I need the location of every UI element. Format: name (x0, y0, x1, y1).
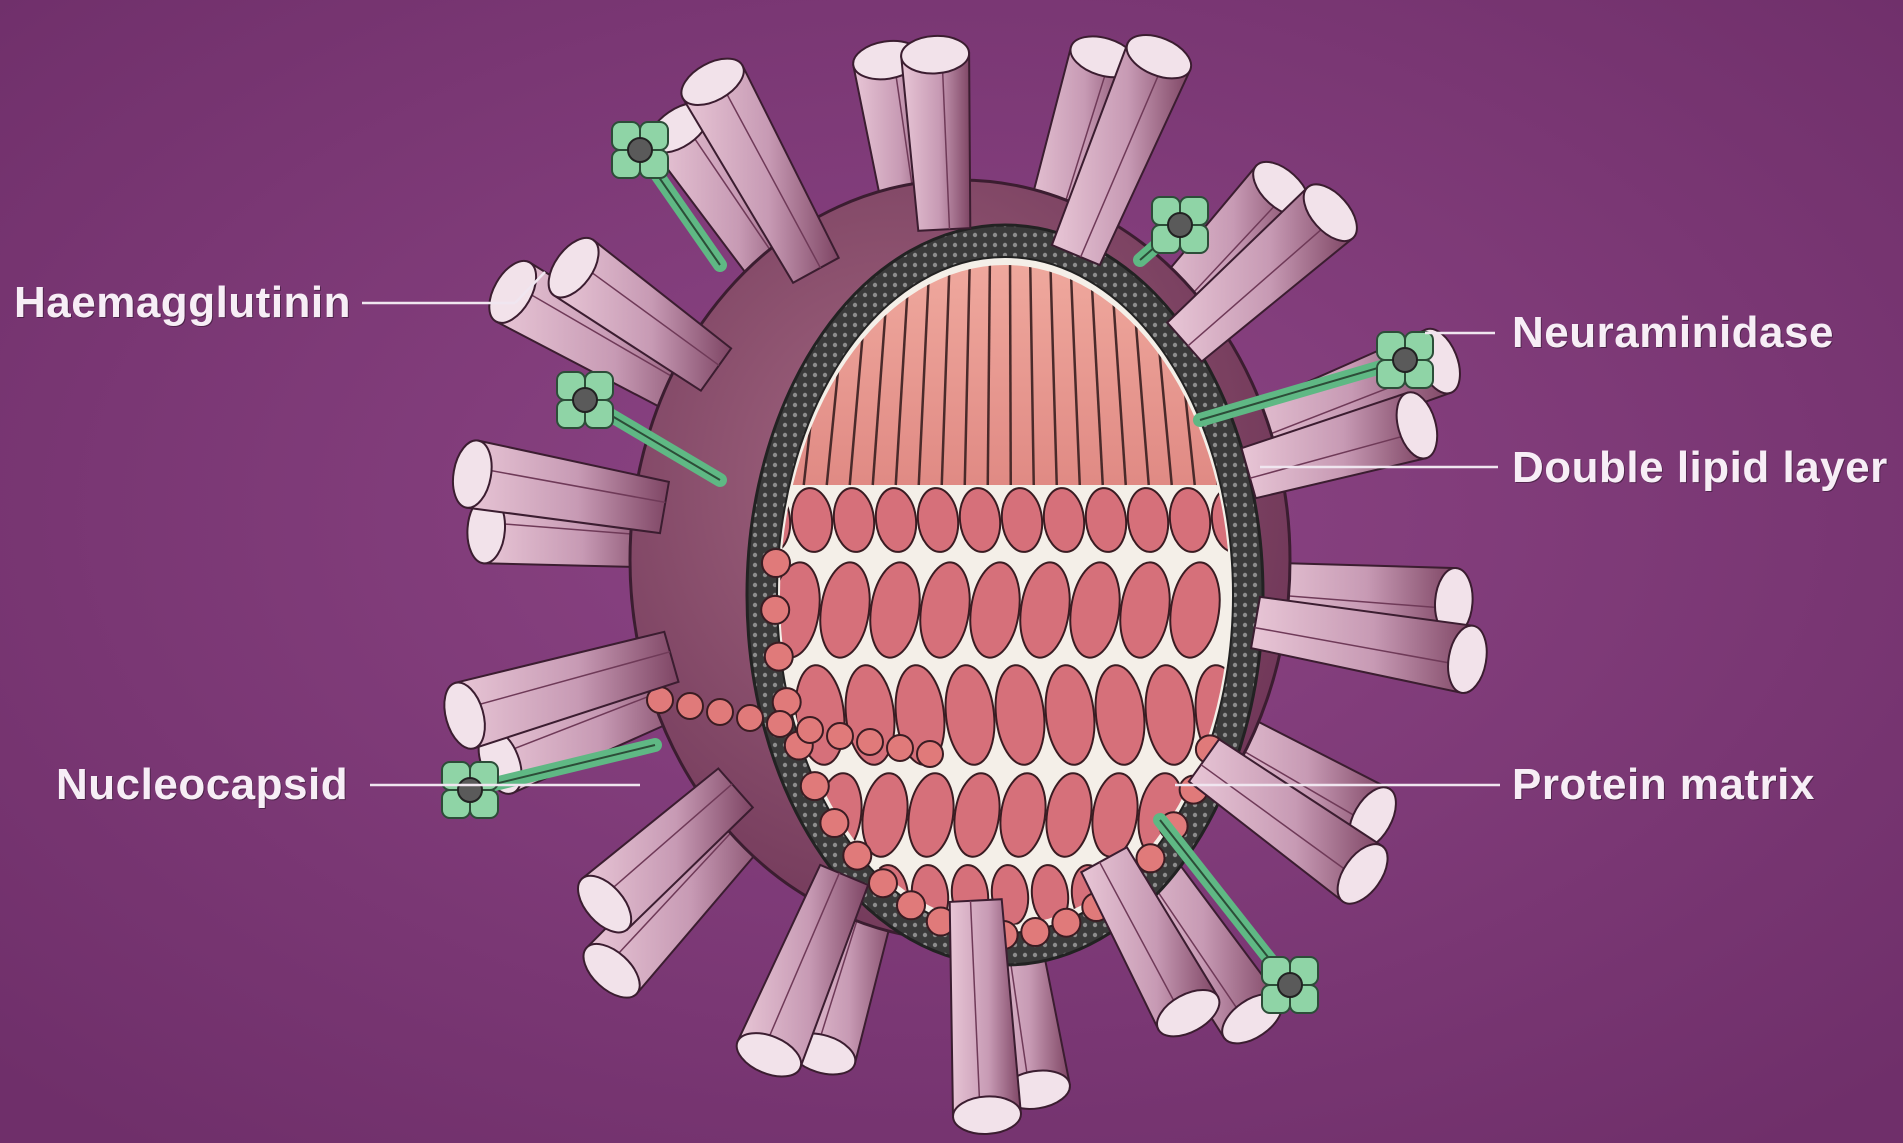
matrix-bead (1021, 918, 1049, 946)
matrix-bead (869, 869, 897, 897)
label-nucleocapsid: Nucleocapsid (56, 760, 348, 810)
matrix-bead (820, 809, 848, 837)
matrix-bead (737, 705, 763, 731)
matrix-bead (765, 643, 793, 671)
label-haemagglutinin: Haemagglutinin (14, 278, 351, 328)
matrix-bead (887, 735, 913, 761)
matrix-bead (761, 596, 789, 624)
matrix-bead (917, 741, 943, 767)
label-protein-matrix: Protein matrix (1512, 760, 1815, 810)
matrix-bead (897, 891, 925, 919)
matrix-bead (677, 693, 703, 719)
matrix-bead (707, 699, 733, 725)
matrix-bead (801, 772, 829, 800)
matrix-bead (1052, 909, 1080, 937)
matrix-stripe (1010, 250, 1011, 485)
matrix-bead (843, 842, 871, 870)
label-double-lipid-layer: Double lipid layer (1512, 443, 1888, 493)
matrix-bead (857, 729, 883, 755)
matrix-bead (767, 711, 793, 737)
matrix-bead (797, 717, 823, 743)
matrix-bead (827, 723, 853, 749)
matrix-bead (762, 549, 790, 577)
label-neuraminidase: Neuraminidase (1512, 308, 1834, 358)
